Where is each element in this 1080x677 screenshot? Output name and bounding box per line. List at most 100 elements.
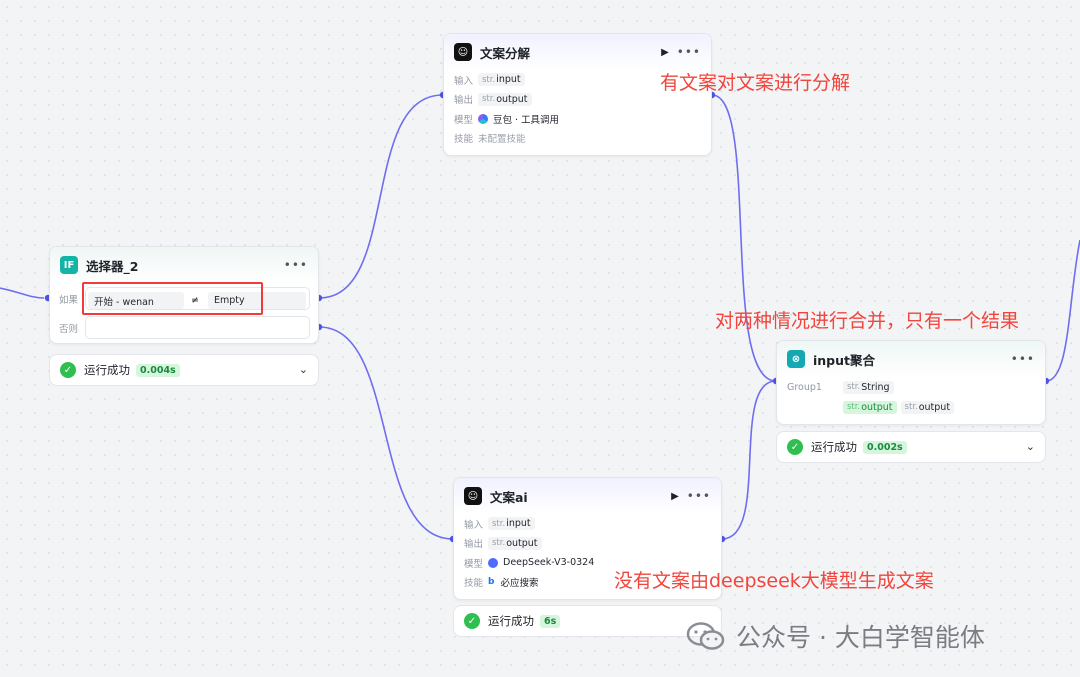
split-node[interactable]: ☺ 文案分解 ▶ ••• 输入 str.input 输出 str.output …	[443, 33, 712, 156]
aggregate-outputs-row: str.output str.output	[777, 397, 1045, 417]
else-branch: 否则	[59, 316, 310, 339]
skill-label: 技能	[454, 134, 474, 146]
output-tag-active: str.output	[843, 400, 897, 414]
edge-selector-to-ai	[318, 326, 454, 540]
else-label: 否则	[59, 323, 79, 335]
time-badge: 0.004s	[136, 363, 180, 377]
chevron-down-icon[interactable]: ⌄	[1025, 440, 1035, 453]
deepseek-icon	[488, 557, 498, 568]
type-prefix: str.	[904, 402, 918, 412]
condition-box[interactable]: 开始 - wenan ≠ Empty	[85, 287, 310, 310]
input-name: input	[506, 518, 531, 530]
if-branch: 如果 开始 - wenan ≠ Empty	[59, 287, 310, 310]
output-label: 输出	[454, 95, 474, 107]
type-prefix: str.	[492, 518, 506, 529]
edge-selector-to-split	[318, 94, 444, 299]
condition-left[interactable]: 开始 - wenan	[88, 292, 184, 309]
ai-output-row: 输出 str.output	[454, 534, 721, 554]
play-icon[interactable]: ▶	[661, 46, 669, 58]
annotation-merge: 对两种情况进行合并，只有一个结果	[715, 310, 1020, 332]
aggregate-icon: ⊗	[787, 350, 805, 368]
check-circle-icon: ✓	[464, 613, 480, 629]
status-text: 运行成功	[811, 440, 857, 454]
aggregate-status[interactable]: ✓ 运行成功 0.002s ⌄	[776, 431, 1046, 463]
time-badge: 0.002s	[863, 440, 907, 454]
type-prefix: str.	[492, 538, 506, 549]
input-label: 输入	[454, 75, 474, 87]
more-icon[interactable]: •••	[1010, 352, 1035, 366]
output-name: output	[861, 401, 893, 413]
split-model-row: 模型 豆包 · 工具调用	[444, 109, 711, 129]
output-label: 输出	[464, 539, 484, 551]
check-circle-icon: ✓	[60, 362, 76, 378]
model-label: 模型	[464, 558, 484, 570]
edge-incoming	[0, 287, 45, 299]
else-box[interactable]	[85, 316, 310, 339]
skill-value: 未配置技能	[478, 134, 526, 146]
selector-node[interactable]: IF 选择器_2 ••• 如果 开始 - wenan ≠ Empty 否则	[49, 246, 319, 344]
input-tag: str.input	[488, 517, 535, 531]
if-icon: IF	[60, 256, 78, 274]
group-row: Group1 str.String	[777, 377, 1045, 397]
if-label: 如果	[59, 294, 79, 306]
edge-ai-to-aggregate	[721, 380, 777, 540]
ai-header[interactable]: ☺ 文案ai ▶ •••	[454, 478, 721, 514]
watermark-text: 公众号 · 大白学智能体	[736, 623, 985, 652]
model-name: DeepSeek-V3-0324	[503, 557, 595, 569]
watermark: 公众号 · 大白学智能体	[686, 618, 985, 654]
annotation-split: 有文案对文案进行分解	[660, 72, 851, 94]
split-input-row: 输入 str.input	[444, 70, 711, 90]
selector-header[interactable]: IF 选择器_2 •••	[50, 247, 318, 283]
wechat-icon	[686, 622, 725, 650]
ai-skill-row: 技能 b 必应搜索	[454, 573, 721, 593]
selector-title: 选择器_2	[86, 258, 139, 274]
aggregate-header[interactable]: ⊗ input聚合 •••	[777, 341, 1045, 377]
skill-label: 技能	[464, 578, 484, 590]
condition-operator[interactable]: ≠	[191, 295, 199, 306]
aggregate-node[interactable]: ⊗ input聚合 ••• Group1 str.String str.outp…	[776, 340, 1046, 425]
annotation-ai: 没有文案由deepseek大模型生成文案	[614, 570, 934, 592]
check-circle-icon: ✓	[787, 439, 803, 455]
ai-input-row: 输入 str.input	[454, 514, 721, 534]
more-icon[interactable]: •••	[676, 45, 701, 59]
time-badge: 6s	[540, 614, 561, 628]
split-header[interactable]: ☺ 文案分解 ▶ •••	[444, 34, 711, 70]
status-text: 运行成功	[84, 363, 130, 377]
model-label: 模型	[454, 114, 474, 126]
chevron-down-icon[interactable]: ⌄	[298, 363, 308, 376]
aggregate-title: input聚合	[813, 352, 876, 368]
llm-icon: ☺	[464, 487, 482, 505]
skill-value: 必应搜索	[500, 578, 539, 590]
type-prefix: str.	[482, 74, 496, 85]
bing-icon: b	[488, 577, 495, 588]
group-label: Group1	[787, 381, 822, 393]
doubao-icon	[478, 113, 488, 124]
group-tag: str.String	[843, 380, 894, 394]
play-icon[interactable]: ▶	[671, 490, 679, 502]
output-tag: str.output	[900, 400, 955, 414]
input-name: input	[496, 74, 521, 86]
type-prefix: str.	[847, 382, 861, 392]
more-icon[interactable]: •••	[283, 258, 308, 272]
split-title: 文案分解	[480, 45, 531, 61]
output-tag: str.output	[488, 536, 542, 550]
condition-right[interactable]: Empty	[208, 292, 306, 309]
edge-aggregate-out	[1045, 239, 1080, 382]
split-output-row: 输出 str.output	[444, 90, 711, 110]
model-name: 豆包 · 工具调用	[493, 114, 560, 126]
ai-model-row: 模型 DeepSeek-V3-0324	[454, 553, 721, 573]
type-prefix: str.	[482, 94, 496, 105]
status-text: 运行成功	[488, 614, 534, 628]
ai-status[interactable]: ✓ 运行成功 6s	[453, 605, 722, 637]
selector-status[interactable]: ✓ 运行成功 0.004s ⌄	[49, 354, 319, 386]
output-name: output	[918, 401, 951, 413]
type-prefix: str.	[847, 402, 861, 412]
ai-title: 文案ai	[490, 489, 528, 505]
condition-highlight	[82, 282, 263, 315]
group-value: String	[861, 381, 890, 393]
more-icon[interactable]: •••	[686, 489, 711, 503]
input-tag: str.input	[478, 73, 525, 87]
output-tag: str.output	[478, 92, 532, 106]
output-name: output	[496, 93, 528, 105]
ai-node[interactable]: ☺ 文案ai ▶ ••• 输入 str.input 输出 str.output …	[453, 477, 722, 600]
